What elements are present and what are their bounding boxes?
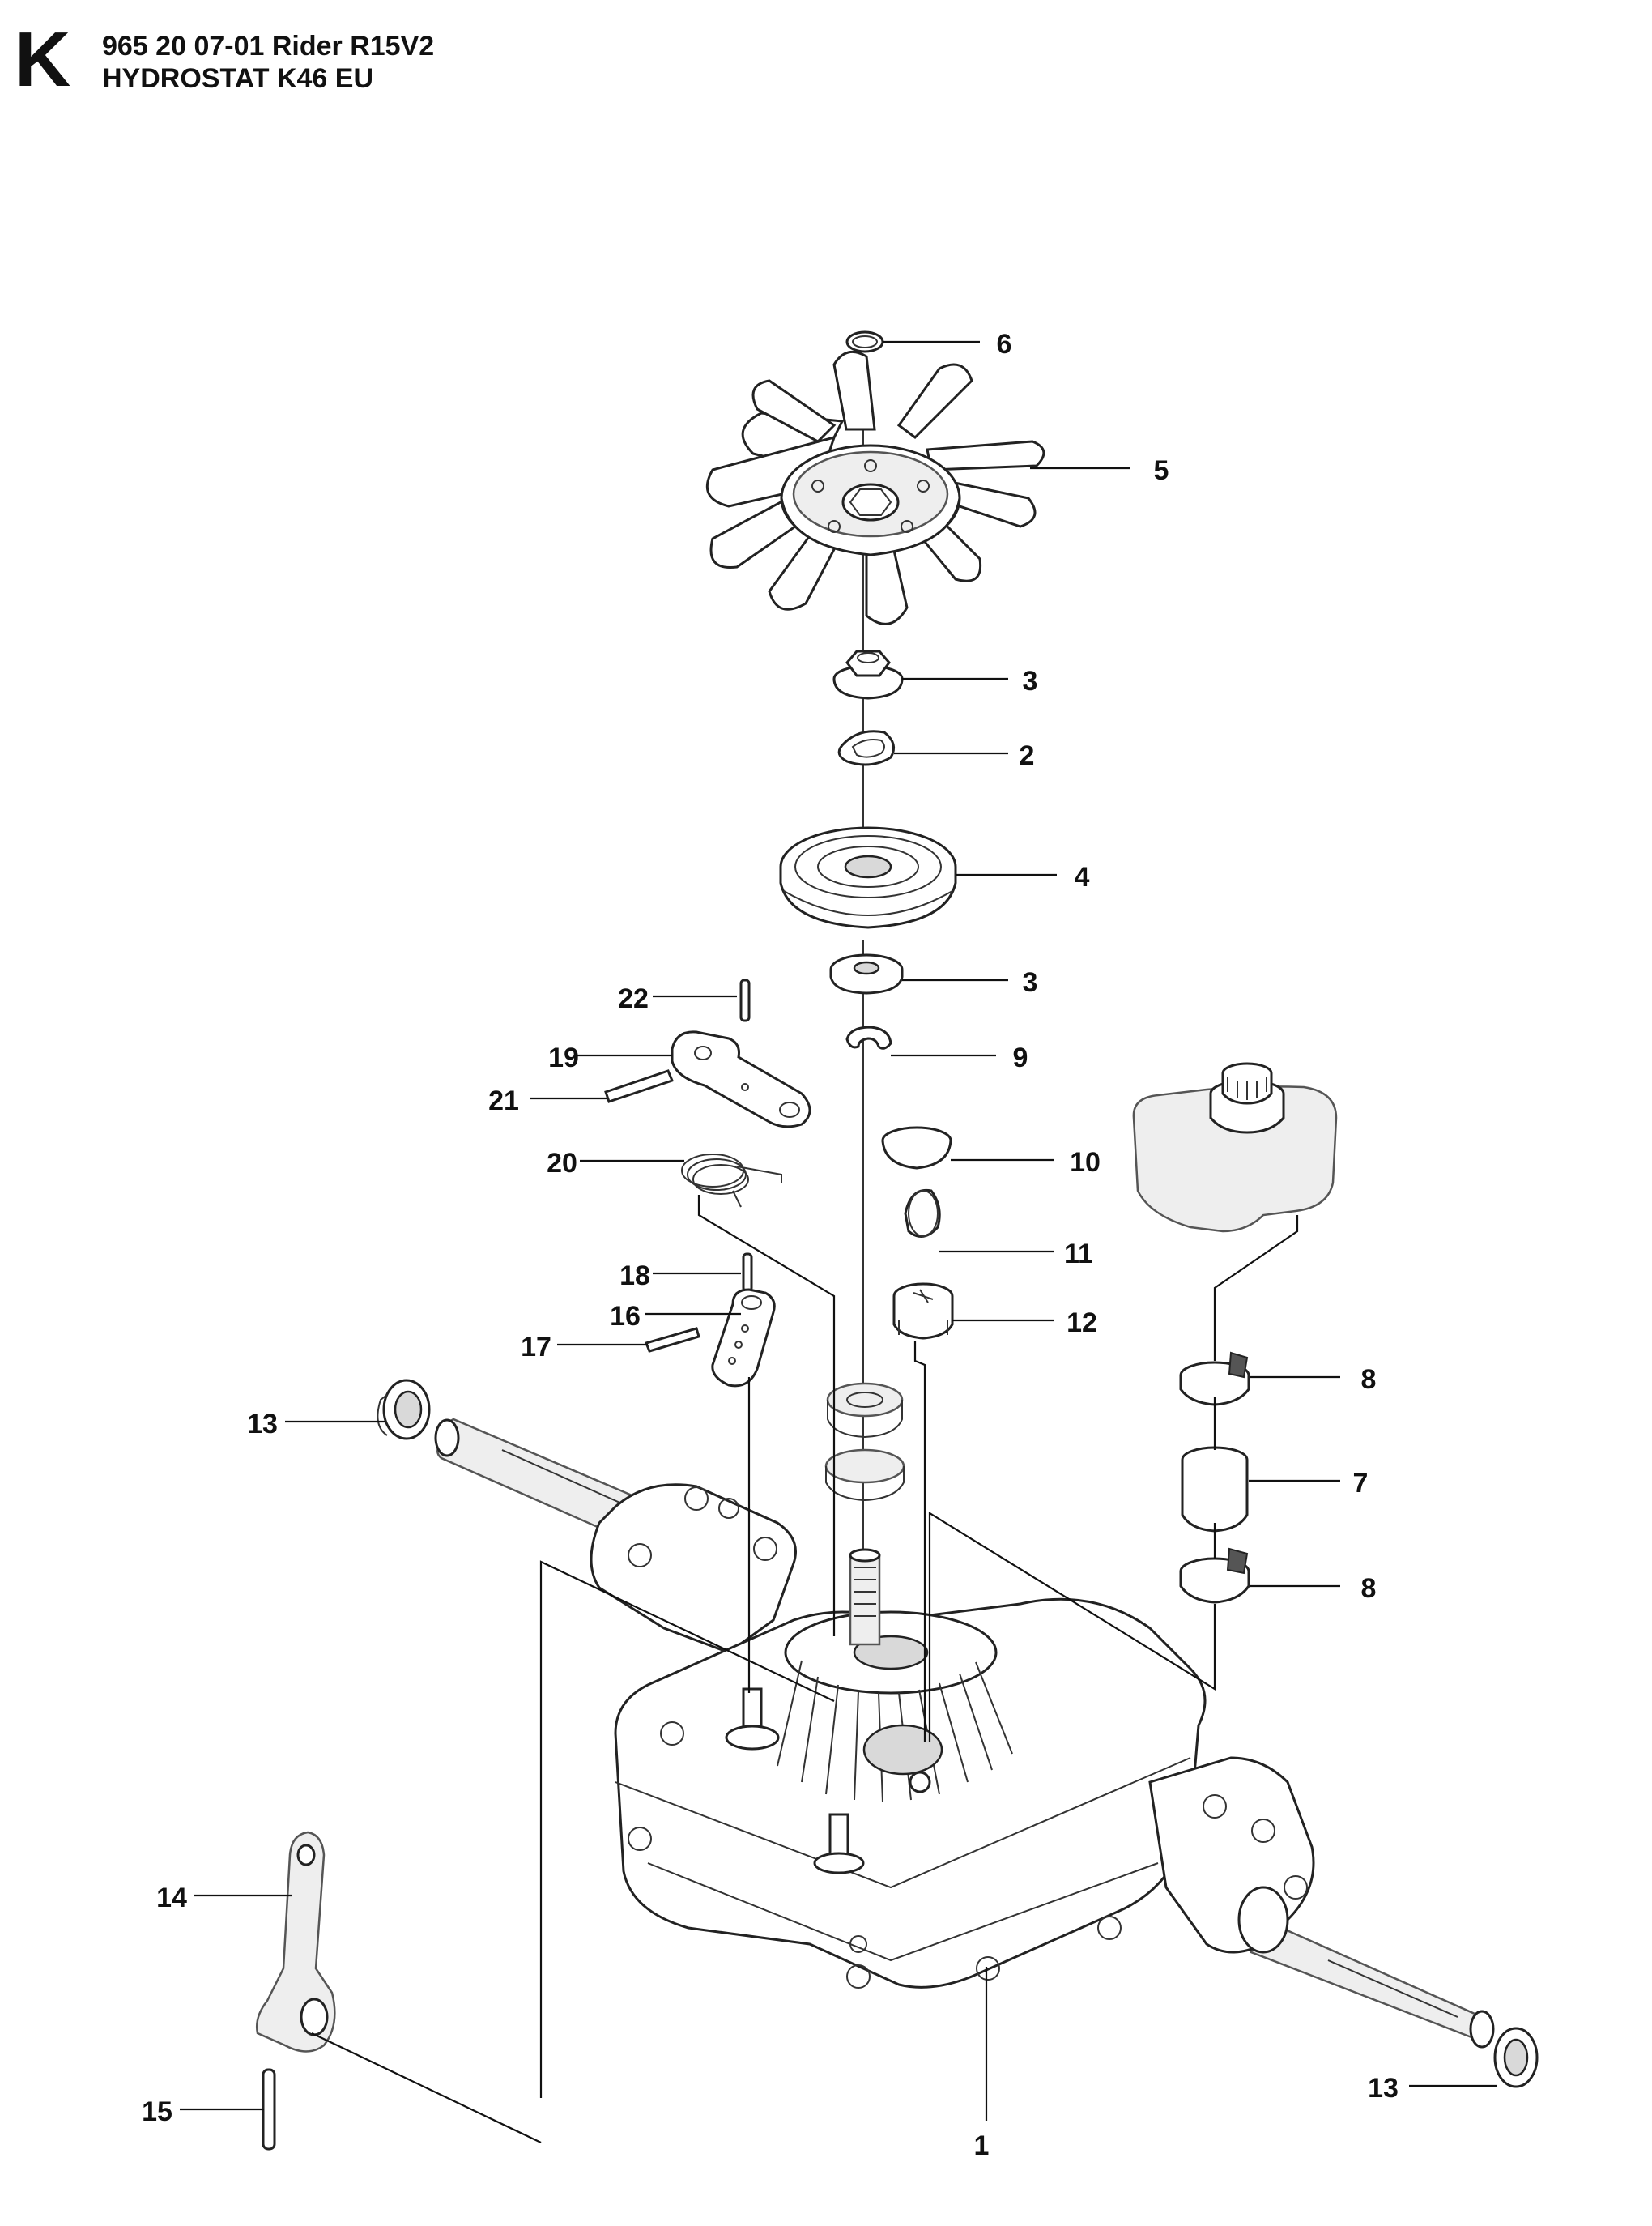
callout-leaders <box>180 340 1497 2121</box>
callout-10: 10 <box>1070 1147 1101 1178</box>
part-pulley <box>779 826 957 929</box>
callout-1: 1 <box>974 2130 990 2161</box>
part-bypass-valve <box>892 1282 954 1340</box>
part-snap-ring <box>845 330 884 353</box>
part-control-arm-16 <box>711 1288 776 1388</box>
callout-12: 12 <box>1067 1307 1097 1338</box>
callout-16: 16 <box>610 1301 641 1332</box>
callout-labels: 6 5 3 2 4 3 9 22 19 21 20 10 11 12 18 16… <box>142 329 1399 2161</box>
part-disc <box>904 1188 941 1238</box>
callout-4: 4 <box>1075 862 1090 893</box>
callout-22: 22 <box>618 983 649 1014</box>
callout-18: 18 <box>620 1260 650 1291</box>
callout-3-lower: 3 <box>1023 967 1038 998</box>
part-roll-pin-22 <box>739 979 751 1022</box>
part-axle-seal-left <box>377 1379 431 1440</box>
part-spacer-lower <box>829 953 904 995</box>
part-e-clip <box>845 1026 892 1050</box>
part-cap <box>881 1126 952 1170</box>
part-control-arm-19 <box>671 1030 811 1128</box>
part-hose <box>1181 1446 1249 1533</box>
diagram-header: K 965 20 07-01 Rider R15V2 HYDROSTAT K46… <box>15 21 581 117</box>
callout-20: 20 <box>547 1148 577 1179</box>
callout-5: 5 <box>1154 455 1169 486</box>
part-transaxle-housing <box>434 1418 1495 2049</box>
part-lever-arm <box>256 1831 336 2053</box>
part-axle-seal-right <box>1493 2027 1539 2088</box>
part-washer <box>837 730 896 766</box>
part-torsion-spring <box>681 1154 782 1208</box>
callout-8-upper: 8 <box>1361 1364 1377 1395</box>
callout-3-upper: 3 <box>1023 666 1038 697</box>
callout-13-left: 13 <box>247 1409 278 1439</box>
callout-9: 9 <box>1013 1043 1028 1073</box>
callout-11: 11 <box>1064 1239 1093 1269</box>
callout-19: 19 <box>548 1043 579 1073</box>
part-pin-17 <box>644 1327 700 1353</box>
callout-13-right: 13 <box>1368 2073 1399 2104</box>
part-hose-clamp-upper <box>1179 1351 1250 1406</box>
part-hose-clamp-lower <box>1179 1547 1250 1604</box>
part-pin-15 <box>262 2068 276 2151</box>
callout-14: 14 <box>156 1883 187 1913</box>
part-pin-21 <box>604 1069 675 1103</box>
part-cooling-fan <box>705 350 1045 625</box>
assembly-title: HYDROSTAT K46 EU <box>102 63 374 94</box>
assembly-lines <box>311 1195 1299 2143</box>
part-flange-nut-upper <box>832 650 904 700</box>
callout-6: 6 <box>997 329 1012 360</box>
callout-8-lower: 8 <box>1361 1573 1377 1604</box>
section-letter: K <box>15 16 71 103</box>
callout-21: 21 <box>488 1085 519 1116</box>
part-reservoir-tank <box>1132 1062 1338 1233</box>
callout-7: 7 <box>1353 1468 1369 1499</box>
callout-2: 2 <box>1020 740 1035 771</box>
part-roll-pin-18 <box>742 1252 753 1293</box>
callout-15: 15 <box>142 2096 172 2127</box>
part-bearing <box>824 1382 905 1502</box>
model-title: 965 20 07-01 Rider R15V2 <box>102 31 435 62</box>
callout-17: 17 <box>521 1332 551 1362</box>
